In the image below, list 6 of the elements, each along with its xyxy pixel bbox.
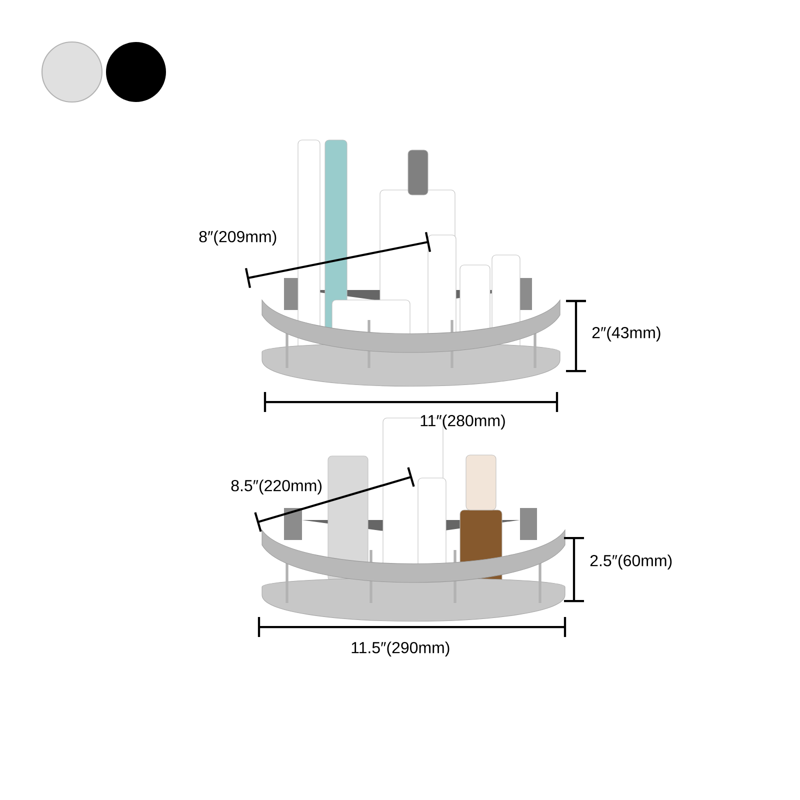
dimension-label: 2.5″(60mm): [590, 554, 672, 570]
dimension-label: 8″(209mm): [199, 230, 276, 246]
dimension-label: 8.5″(220mm): [231, 480, 322, 494]
dimension-label: 2″(43mm): [592, 326, 660, 342]
dimension-label: 11″(280mm): [420, 414, 505, 430]
dimension-label: 11.5″(290mm): [352, 642, 450, 656]
